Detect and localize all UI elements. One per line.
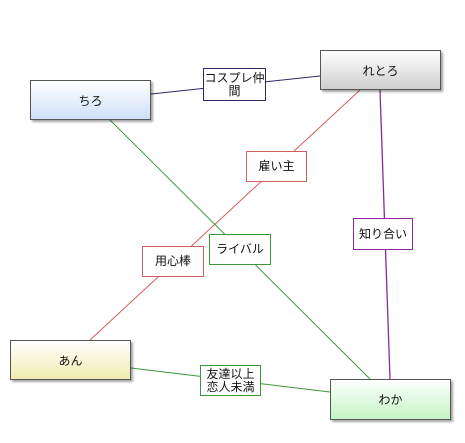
edge-label-youjinbou[interactable]: 用心棒 bbox=[142, 246, 204, 277]
node-label: わか bbox=[378, 393, 403, 407]
edge-label-rival[interactable]: ライバル bbox=[209, 234, 271, 265]
edge-line-retoro-an bbox=[89, 89, 361, 341]
node-an[interactable]: あん bbox=[10, 340, 131, 380]
node-label: ちろ bbox=[78, 93, 103, 108]
node-label: れとろ bbox=[362, 63, 399, 78]
node-waka[interactable]: わか bbox=[330, 379, 451, 420]
edge-label-shiriai[interactable]: 知り合い bbox=[353, 218, 413, 250]
node-retoro[interactable]: れとろ bbox=[320, 50, 441, 90]
node-label: あん bbox=[58, 353, 83, 368]
edge-label-tomodachi[interactable]: 友達以上 恋人未満 bbox=[200, 365, 261, 396]
edge-label-cosplay[interactable]: コスプレ仲 間 bbox=[203, 68, 266, 101]
edge-label-yatoinushi[interactable]: 雇い主 bbox=[246, 151, 307, 182]
node-chiro[interactable]: ちろ bbox=[30, 80, 151, 120]
